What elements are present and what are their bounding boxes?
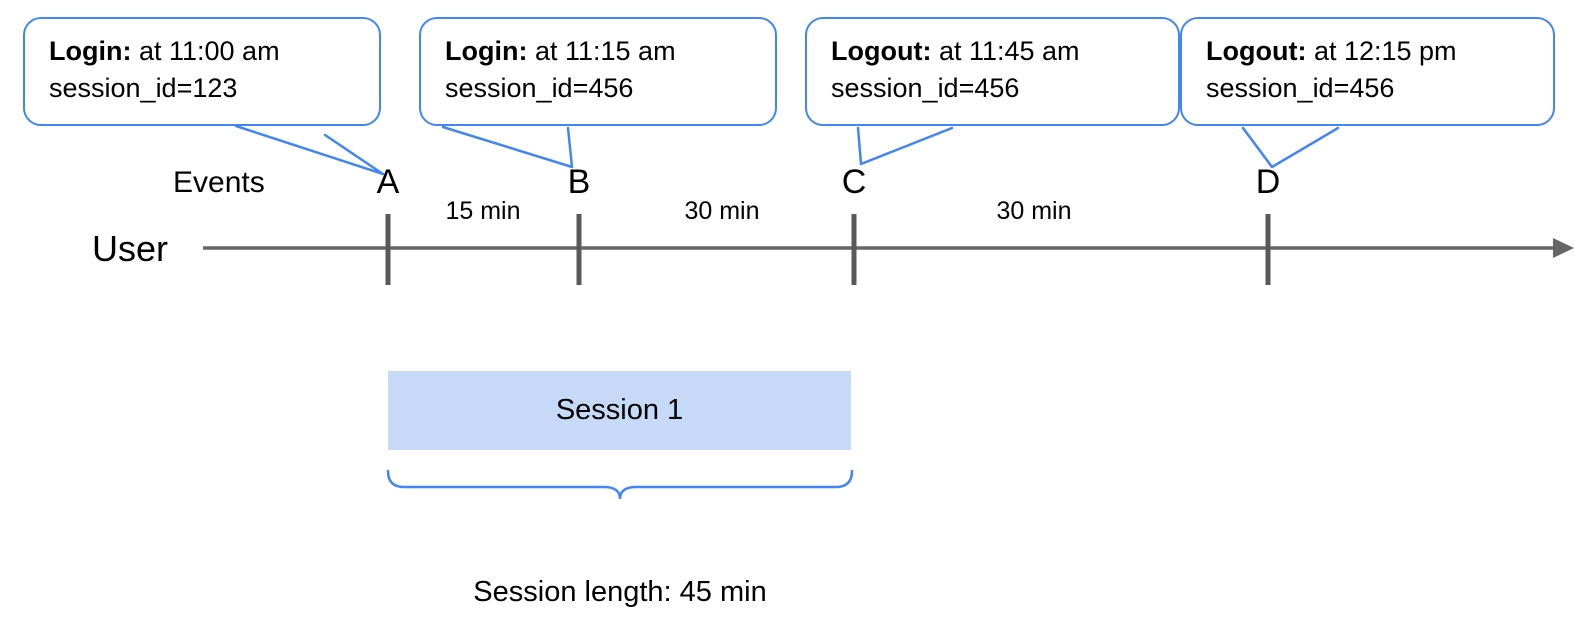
callout-c-time: at 11:45 am: [931, 36, 1080, 66]
event-marker-a-label: A: [376, 163, 400, 201]
timeline-arrowhead: [1553, 238, 1574, 258]
callout-d-tail: [1241, 126, 1340, 169]
callout-b: Login: at 11:15 am session_id=456: [419, 17, 777, 126]
callout-b-line1: Login: at 11:15 am: [445, 33, 757, 70]
callout-d: Logout: at 12:15 pm session_id=456: [1180, 17, 1555, 126]
callout-b-tail: [441, 125, 574, 169]
callout-c-session: session_id=456: [831, 72, 1020, 103]
callout-c-event-type: Logout:: [831, 36, 932, 66]
callout-b-time: at 11:15 am: [527, 36, 676, 66]
callout-d-line1: Logout: at 12:15 pm: [1206, 33, 1535, 70]
callout-a-session: session_id=123: [49, 72, 238, 103]
callout-b-event-type: Login:: [445, 36, 528, 66]
callout-b-session: session_id=456: [445, 72, 634, 103]
callout-c: Logout: at 11:45 am session_id=456: [805, 17, 1180, 126]
events-row-label: Events: [173, 166, 265, 199]
session-length-label: Session length: 45 min: [473, 576, 767, 608]
event-marker-d-label: D: [1255, 163, 1281, 201]
callout-d-event-type: Logout:: [1206, 36, 1307, 66]
callout-a-line1: Login: at 11:00 am: [49, 33, 361, 70]
callout-a-event-type: Login:: [49, 36, 132, 66]
session-span-brace: [386, 469, 854, 500]
interval-label-bc: 30 min: [684, 197, 760, 225]
interval-label-ab: 15 min: [445, 197, 521, 225]
event-marker-c-label: C: [841, 163, 867, 201]
session-bar-1: Session 1: [388, 371, 851, 450]
session-bar-label: Session 1: [555, 394, 684, 426]
user-row-label: User: [92, 228, 169, 269]
callout-d-time: at 12:15 pm: [1306, 36, 1457, 66]
callout-c-tail: [856, 126, 954, 166]
event-marker-b-label: B: [567, 163, 591, 201]
callout-a-time: at 11:00 am: [131, 36, 280, 66]
callout-a: Login: at 11:00 am session_id=123: [23, 17, 381, 126]
callout-d-session: session_id=456: [1206, 72, 1395, 103]
callout-c-line1: Logout: at 11:45 am: [831, 33, 1160, 70]
interval-label-cd: 30 min: [996, 197, 1072, 225]
